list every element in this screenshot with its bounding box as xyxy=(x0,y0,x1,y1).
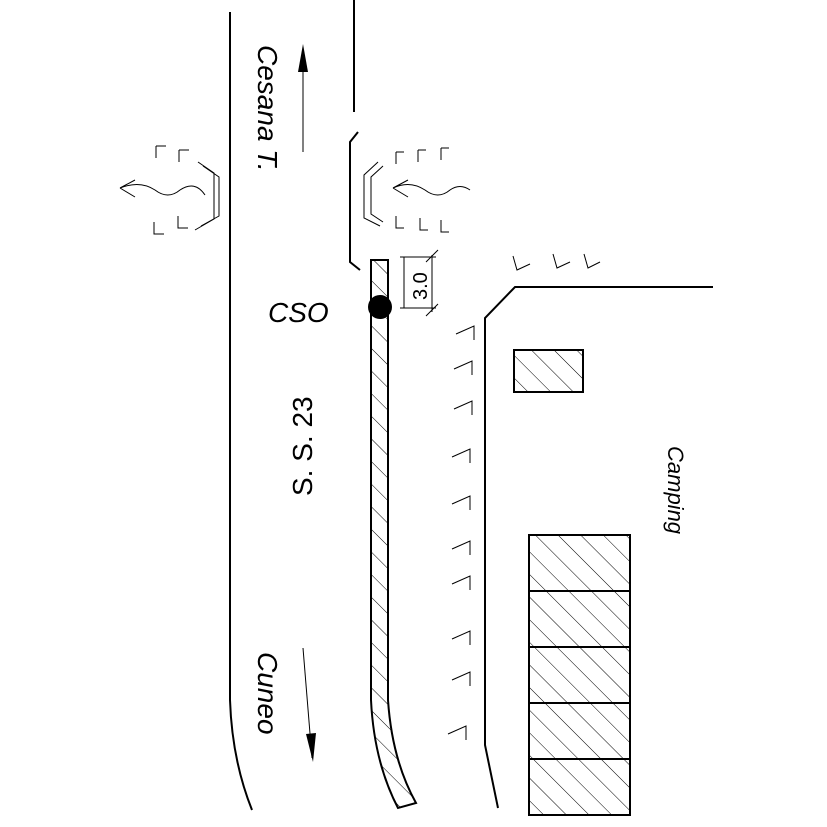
road-name-label: S. S. 23 xyxy=(287,396,318,496)
tree-row-icon xyxy=(447,253,601,740)
road-right-edge-south xyxy=(349,131,361,271)
cso-label: CSO xyxy=(268,297,329,328)
dimension-marker: 3.0 xyxy=(400,249,439,317)
camping-label: Camping xyxy=(663,446,688,535)
hatched-channel xyxy=(370,259,418,810)
building-block xyxy=(528,534,631,816)
arrow-south-icon xyxy=(302,647,316,762)
culvert-left-icon xyxy=(119,145,220,235)
small-building xyxy=(513,349,584,393)
dimension-label: 3.0 xyxy=(410,272,432,300)
arrow-north-icon xyxy=(298,44,308,152)
culvert-right-icon xyxy=(363,147,471,233)
cso-point-marker xyxy=(368,295,392,319)
road-north-label: Cesana T. xyxy=(252,45,283,172)
road-left-edge xyxy=(229,12,253,811)
camping-boundary xyxy=(484,286,713,809)
road-south-label: Cuneo xyxy=(252,652,283,735)
